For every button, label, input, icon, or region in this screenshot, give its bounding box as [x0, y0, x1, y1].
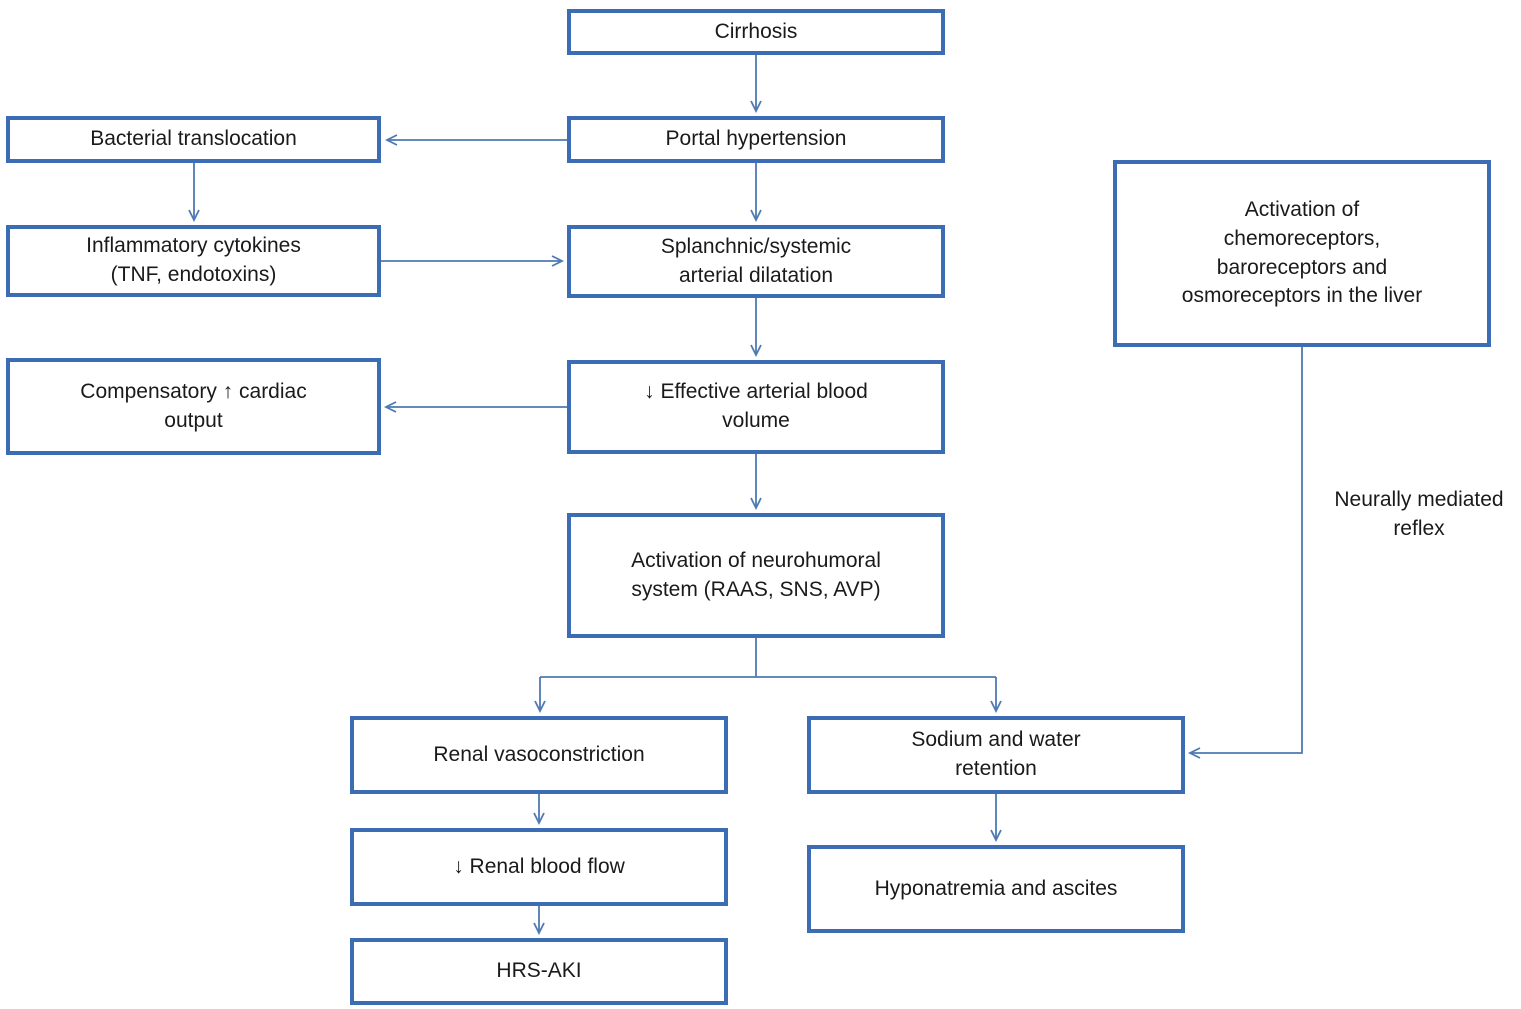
- node-compensatory-cardiac-output: Compensatory ↑ cardiac output: [6, 358, 381, 455]
- node-neurohumoral-activation: Activation of neurohumoral system (RAAS,…: [567, 513, 945, 638]
- node-portal-hypertension: Portal hypertension: [567, 116, 945, 163]
- node-renal-blood-flow: ↓ Renal blood flow: [350, 828, 728, 906]
- node-bacterial-translocation: Bacterial translocation: [6, 116, 381, 163]
- node-hyponatremia-ascites: Hyponatremia and ascites: [807, 845, 1185, 933]
- node-chemoreceptor-activation: Activation of chemoreceptors, barorecept…: [1113, 160, 1491, 347]
- node-effective-arterial-blood-volume: ↓ Effective arterial blood volume: [567, 360, 945, 454]
- node-renal-vasoconstriction: Renal vasoconstriction: [350, 716, 728, 794]
- node-hrs-aki: HRS-AKI: [350, 938, 728, 1005]
- node-inflammatory-cytokines: Inflammatory cytokines (TNF, endotoxins): [6, 225, 381, 297]
- arrow-chemo-to-sodium-reflex: [1187, 347, 1303, 759]
- node-cirrhosis: Cirrhosis: [567, 9, 945, 55]
- node-splanchnic-dilatation: Splanchnic/systemic arterial dilatation: [567, 225, 945, 298]
- node-sodium-water-retention: Sodium and water retention: [807, 716, 1185, 794]
- label-neurally-mediated-reflex: Neurally mediated reflex: [1334, 488, 1504, 540]
